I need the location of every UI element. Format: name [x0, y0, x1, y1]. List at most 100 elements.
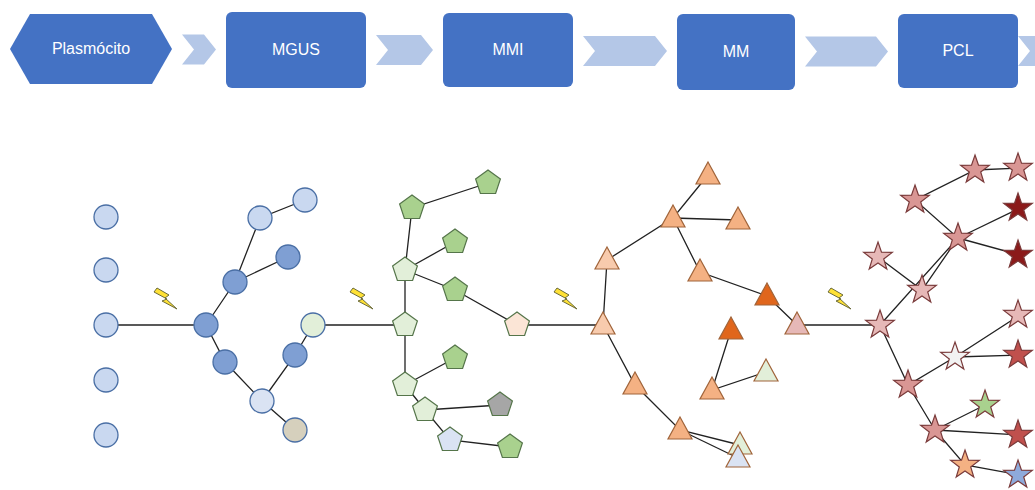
illustration-shape: [623, 372, 647, 394]
illustration-shape: [921, 415, 950, 442]
illustration-shape: [908, 275, 937, 302]
illustration-shape: [754, 359, 778, 381]
illustration-shape: [393, 257, 418, 281]
stage-label: Plasmócito: [52, 40, 130, 58]
lightning-symbol: [828, 288, 851, 309]
block-arrow: [182, 35, 216, 65]
illustration-shape: [1004, 240, 1033, 267]
illustration-shape: [673, 218, 738, 220]
illustration-shape: [223, 270, 247, 294]
illustration-shape: [443, 229, 468, 253]
illustration-shape: [405, 270, 603, 325]
illustration-shape: [194, 313, 218, 337]
illustration-shape: [248, 206, 272, 230]
illustration-shape: [785, 312, 809, 334]
illustration-shape: [1004, 193, 1033, 220]
stage-label: MMI: [492, 41, 523, 59]
stage-label: MGUS: [272, 41, 320, 59]
process-box: MGUS: [226, 12, 366, 88]
illustration-shape: [301, 313, 325, 337]
illustration-shape: [1004, 300, 1033, 327]
block-arrow: [583, 36, 667, 66]
illustration-shape: [393, 170, 530, 458]
illustration-shape: [1004, 340, 1033, 367]
illustration-shape: [726, 207, 750, 229]
illustration-shape: [961, 155, 990, 182]
stage-label: PCL: [942, 42, 973, 60]
illustration-shape: [673, 218, 880, 325]
illustration-shape: [1004, 460, 1033, 487]
illustration-shape: [262, 325, 405, 401]
lightning-symbol: [350, 288, 373, 309]
illustration-shape: [94, 205, 118, 229]
illustration-shape: [603, 175, 708, 325]
illustration-shape: [688, 259, 712, 281]
illustration-shape: [971, 390, 1000, 417]
illustration-shape: [118, 324, 206, 325]
hexagon-box: Plasmócito: [10, 14, 172, 84]
stage-label: MM: [723, 43, 750, 61]
illustration-shape: [880, 315, 1020, 385]
illustration-shape: [878, 238, 958, 290]
illustration-shape: [941, 342, 970, 369]
illustration-shape: [595, 247, 619, 269]
arrow-tail: [1018, 36, 1035, 66]
illustration-shape: [283, 418, 307, 442]
illustration-shape: [154, 288, 851, 309]
illustration-shape: [393, 372, 418, 396]
illustration-shape: [250, 389, 274, 413]
illustration-shape: [498, 434, 523, 458]
illustration-shape: [696, 162, 720, 184]
illustration-shape: [94, 188, 325, 447]
illustration-shape: [94, 313, 118, 337]
lightning-symbol: [154, 288, 177, 309]
illustration-shape: [935, 430, 1020, 475]
illustration-shape: [443, 277, 468, 301]
illustration-shape: [476, 170, 501, 194]
illustration-shape: [276, 245, 300, 269]
illustration-shape: [206, 200, 305, 325]
illustration-shape: [118, 168, 1020, 475]
illustration-shape: [901, 185, 930, 212]
illustration-shape: [1018, 36, 1035, 66]
illustration-shape: [719, 317, 743, 339]
illustration-shape: [283, 343, 307, 367]
illustration-shape: [726, 445, 750, 467]
illustration-shape: [864, 153, 1033, 487]
illustration-shape: [488, 392, 513, 416]
illustration-shape: [700, 377, 724, 399]
illustration-shape: [908, 385, 985, 430]
illustration-shape: [603, 325, 740, 445]
illustration-shape: [443, 345, 468, 369]
illustration-shape: [94, 423, 118, 447]
illustration-shape: [591, 162, 809, 467]
illustration-shape: [293, 188, 317, 212]
illustration-shape: [755, 283, 779, 305]
block-arrow: [376, 35, 433, 65]
illustration-shape: [591, 312, 615, 334]
illustration-shape: [438, 427, 463, 451]
illustration-shape: [400, 195, 425, 219]
illustration-shape: [1004, 153, 1033, 180]
illustration-shape: [661, 205, 685, 227]
illustration-shape: [206, 325, 295, 430]
process-box: PCL: [898, 14, 1018, 88]
illustration-shape: [413, 397, 438, 421]
illustration-shape: [866, 310, 895, 337]
illustration-shape: [393, 312, 418, 336]
hexagon-shape: [10, 14, 172, 84]
illustration-shape: [505, 312, 530, 336]
illustration-shape: [94, 368, 118, 392]
illustration-shape: [944, 223, 973, 250]
illustration-shape: [894, 370, 923, 397]
illustration-shape: [1004, 420, 1033, 447]
block-arrow: [805, 37, 888, 67]
illustration-shape: [668, 417, 692, 439]
process-box: MMI: [443, 13, 573, 87]
illustration-shape: [94, 258, 118, 282]
illustration-shape: [864, 242, 893, 269]
lightning-symbol: [554, 288, 577, 309]
illustration-shape: [213, 350, 237, 374]
illustration-shape: [880, 168, 1020, 325]
